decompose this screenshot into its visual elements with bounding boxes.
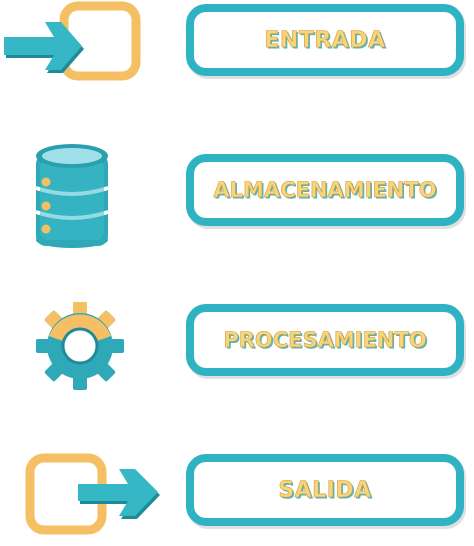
entrada-label-box: ENTRADA	[186, 4, 464, 76]
database-icon	[0, 140, 170, 248]
step-entrada: ENTRADA	[0, 0, 474, 100]
exit-arrow-icon	[0, 446, 170, 546]
salida-label: SALIDA	[278, 477, 372, 503]
entrance-arrow-icon	[0, 0, 170, 100]
gear-icon	[0, 296, 170, 396]
entrada-label: ENTRADA	[264, 27, 386, 53]
salida-label-box: SALIDA	[186, 454, 464, 526]
procesamiento-label-box: PROCESAMIENTO	[186, 304, 464, 376]
almacenamiento-label: ALMACENAMIENTO	[213, 178, 437, 203]
step-almacenamiento: ALMACENAMIENTO	[0, 140, 474, 248]
step-procesamiento: PROCESAMIENTO	[0, 296, 474, 396]
step-salida: SALIDA	[0, 446, 474, 546]
almacenamiento-label-box: ALMACENAMIENTO	[186, 154, 464, 226]
procesamiento-label: PROCESAMIENTO	[223, 328, 427, 353]
